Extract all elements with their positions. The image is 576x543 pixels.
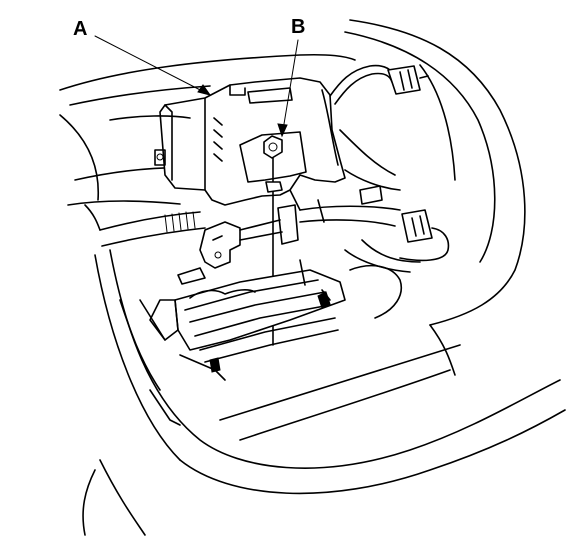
leader-b [277, 39, 299, 138]
wire-harness [329, 64, 429, 105]
leader-a [94, 35, 212, 96]
inner-panel-lines [59, 114, 401, 426]
right-connector-assembly [299, 185, 450, 273]
bolt-b [263, 135, 283, 346]
battery-tray [149, 259, 402, 381]
module-housing-a [154, 77, 346, 206]
callout-label-a: A [73, 18, 88, 40]
mounting-bracket [177, 189, 301, 285]
vehicle-body-outline [59, 19, 566, 536]
coolant-hose [84, 204, 206, 247]
callout-label-b: B [291, 16, 306, 38]
